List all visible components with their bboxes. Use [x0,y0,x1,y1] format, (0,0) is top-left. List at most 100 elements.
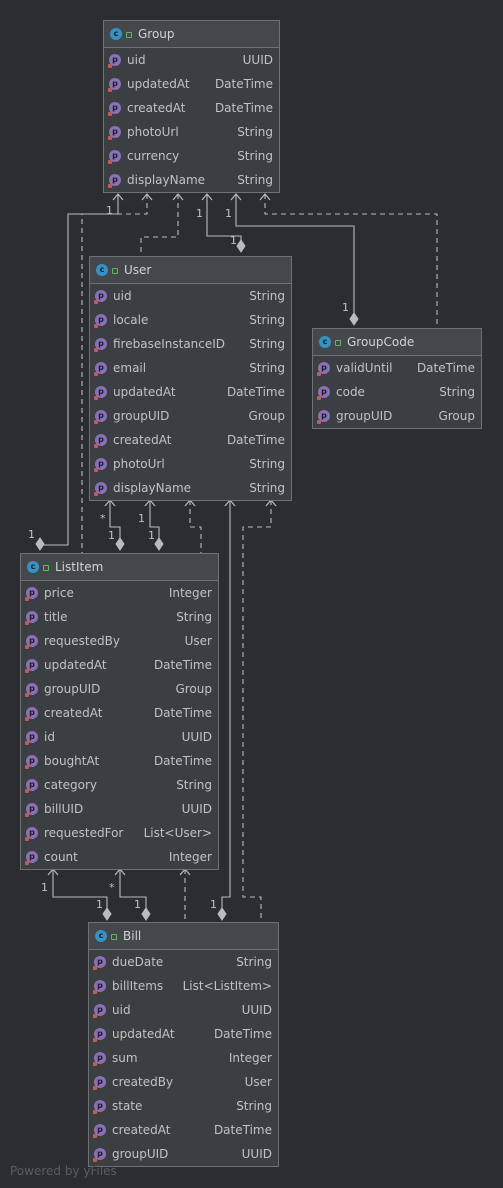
field-type: UUID [242,53,273,67]
mult-listitem-bill-b-bottom: 1 [134,898,141,911]
public-visibility-icon [126,32,132,38]
field-type: DateTime [214,77,273,91]
diamond-listitem-group [35,537,45,551]
class-header: c ListItem [21,554,218,581]
edge-user-bill-dashed [242,500,272,922]
class-icon: c [95,930,107,942]
class-header: c GroupCode [313,329,481,356]
property-icon: p [93,956,106,970]
field-name: updatedAt [44,658,107,672]
field-type: String [249,337,285,351]
property-icon: p [94,410,107,424]
field-name: currency [127,149,180,163]
field-type: String [236,1099,272,1113]
property-icon: p [108,54,121,68]
public-visibility-icon [43,565,49,571]
mult-group-user-top: 1 [196,207,203,220]
property-icon: p [25,659,38,673]
field-name: billUID [44,802,84,816]
property-icon: p [25,803,38,817]
field-name: displayName [127,173,206,187]
field-name: createdAt [44,706,103,720]
mult-group-listitem-top: 1 [106,204,113,217]
class-icon: c [96,264,108,276]
field-name: email [113,361,147,375]
edge-group-listitem-dashed [81,194,148,553]
field-type: UUID [181,730,212,744]
property-icon: p [108,150,121,164]
field-row[interactable]: p billUID UUID [21,797,218,821]
field-name: requestedFor [44,826,124,840]
field-name: createdAt [127,101,186,115]
field-type: String [249,481,285,495]
mult-user-listitem-b-top: 1 [138,512,145,525]
mult-user-listitem-a-bottom: 1 [108,529,115,542]
edge-group-user-dashed [140,194,179,256]
edge-listitem-bill-b [119,869,147,910]
property-icon: p [93,1052,106,1066]
mult-user-listitem-a-top: * [100,512,106,525]
property-icon: p [317,386,330,400]
property-icon: p [25,779,38,793]
property-icon: p [25,683,38,697]
edge-user-listitem-b [149,500,160,540]
field-name: firebaseInstanceID [113,337,226,351]
property-icon: p [25,755,38,769]
property-icon: p [25,851,38,865]
field-name: photoUrl [113,457,165,471]
field-name: dueDate [112,955,164,969]
property-icon: p [93,1148,106,1162]
field-type: UUID [181,802,212,816]
field-type: Integer [228,1051,272,1065]
edge-user-listitem-a [109,500,121,540]
field-type: String [249,289,285,303]
property-icon: p [93,1028,106,1042]
